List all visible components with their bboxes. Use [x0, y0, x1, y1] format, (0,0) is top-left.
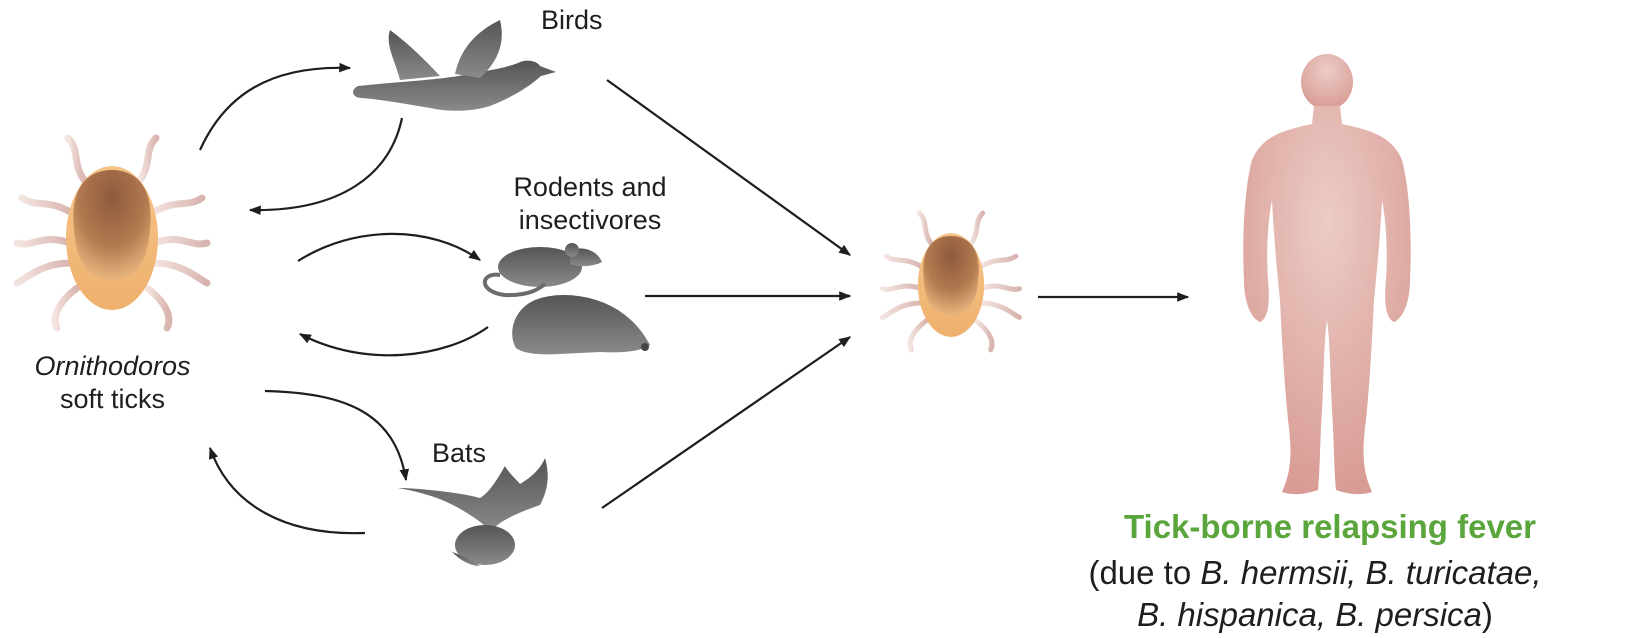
tick-icon — [17, 138, 207, 328]
label-rodents-line1: Rodents and — [480, 171, 700, 204]
species-hispanica: B. hispanica — [1137, 596, 1317, 633]
arrow-bats-to-vector-tick — [602, 337, 850, 508]
label-tick-genus: Ornithodoros — [0, 350, 225, 383]
species-open: (due to — [1088, 554, 1200, 591]
arrow-tick-to-rodents — [298, 234, 480, 261]
label-rodents: Rodents and insectivores — [480, 171, 700, 237]
arrow-bats-to-tick — [210, 448, 365, 533]
disease-species-list: (due to B. hermsii, B. turicatae, B. his… — [990, 552, 1637, 636]
human-silhouette-icon — [1243, 54, 1410, 494]
label-birds: Birds — [541, 4, 603, 37]
species-hermsii: B. hermsii — [1200, 554, 1347, 591]
label-bats: Bats — [432, 437, 486, 470]
species-persica: B. persica — [1335, 596, 1482, 633]
hedgehog-icon — [512, 295, 650, 354]
arrow-tick-to-bats — [265, 391, 406, 480]
species-turicatae: B. turicatae — [1365, 554, 1532, 591]
bird-icon — [353, 20, 556, 111]
disease-title: Tick-borne relapsing fever — [1040, 507, 1620, 547]
bat-icon — [398, 458, 548, 566]
rat-icon — [485, 243, 602, 295]
label-ticks: Ornithodoros soft ticks — [0, 350, 225, 416]
arrow-tick-to-birds — [200, 68, 350, 150]
label-tick-common: soft ticks — [0, 383, 225, 416]
disease-species-line2: B. hispanica, B. persica) — [990, 594, 1637, 636]
label-rodents-line2: insectivores — [480, 204, 700, 237]
disease-species-line1: (due to B. hermsii, B. turicatae, — [990, 552, 1637, 594]
arrow-birds-to-tick — [250, 118, 402, 210]
species-close: ) — [1482, 596, 1493, 633]
arrow-rodents-to-tick — [300, 327, 488, 355]
tick-icon — [883, 213, 1020, 350]
